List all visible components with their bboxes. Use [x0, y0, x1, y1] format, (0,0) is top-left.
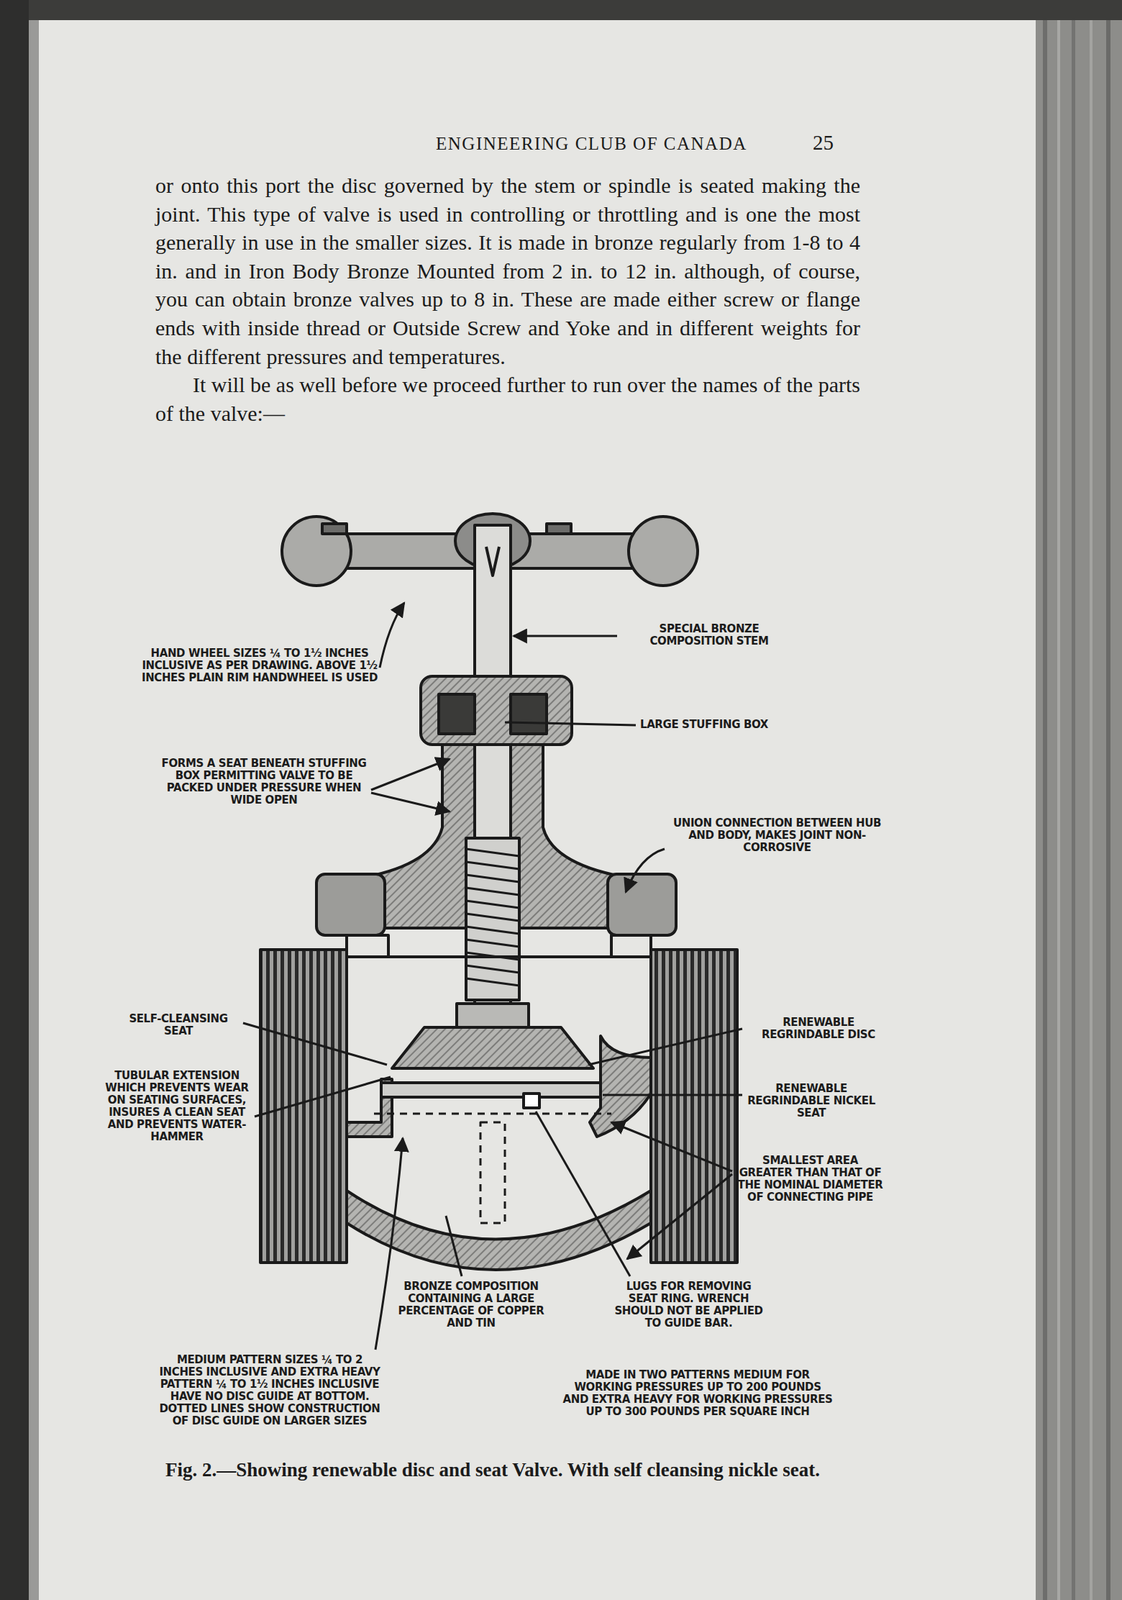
stem-bore	[474, 744, 511, 838]
leader-line	[375, 1137, 403, 1350]
body-flange	[611, 935, 651, 957]
thread-lines	[466, 848, 520, 986]
leader-line	[445, 1215, 462, 1276]
handwheel-rib	[546, 523, 572, 534]
union-nut	[316, 873, 385, 935]
leader-line	[371, 792, 450, 812]
leader-line	[625, 848, 665, 892]
guide-dotted	[480, 1122, 505, 1223]
callout-note: SMALLEST AREA GREATER THAN THAT OF THE N…	[736, 1154, 884, 1204]
seat-lug	[523, 1093, 540, 1108]
leader-line	[513, 635, 618, 638]
guide-dotted	[374, 1112, 612, 1115]
body-flange	[346, 935, 389, 957]
disc	[391, 1027, 594, 1069]
callout-note: SPECIAL BRONZE COMPOSITION STEM	[622, 622, 796, 648]
leader-line	[535, 1111, 631, 1276]
leader-line	[371, 758, 450, 790]
body-top	[346, 955, 651, 959]
body-paragraph: It will be as well before we proceed fur…	[155, 370, 861, 428]
body-paragraph: or onto this port the disc governed by t…	[155, 171, 861, 371]
leader-line	[611, 1122, 733, 1171]
leader-lines	[243, 602, 743, 1350]
running-header: ENGINEERING CLUB OF CANADA	[435, 133, 748, 154]
seat-ring	[381, 1082, 601, 1097]
callout-note: LARGE STUFFING BOX	[640, 718, 828, 731]
leader-line	[588, 1028, 743, 1065]
callout-note: FORMS A SEAT BENEATH STUFFING BOX PERMIT…	[159, 757, 369, 807]
callout-note: RENEWABLE REGRINDABLE DISC	[746, 1016, 891, 1041]
stem-notch	[486, 546, 500, 576]
stuffing-box	[438, 694, 475, 734]
leader-line	[243, 1022, 387, 1065]
handwheel-rib	[322, 523, 347, 534]
leader-line	[504, 722, 636, 725]
callout-note: UNION CONNECTION BETWEEN HUB AND BODY, M…	[667, 817, 887, 854]
callout-note: RENEWABLE REGRINDABLE NICKEL SEAT	[746, 1082, 877, 1120]
body-end	[650, 949, 738, 1263]
leader-line	[254, 1076, 391, 1117]
figure-caption: Fig. 2.—Showing renewable disc and seat …	[133, 1457, 853, 1482]
callout-note: HAND WHEEL SIZES ¼ TO 1½ INCHES INCLUSIV…	[140, 647, 379, 684]
callout-note: TUBULAR EXTENSION WHICH PREVENTS WEAR ON…	[100, 1069, 254, 1143]
stuffing-box	[510, 694, 547, 734]
leader-line	[627, 1173, 733, 1259]
leader-line	[379, 602, 405, 668]
stem-thread	[466, 837, 520, 1000]
callout-note: SELF-CLEANSING SEAT	[113, 1012, 244, 1038]
packing-nut	[420, 676, 572, 745]
disc-collar	[456, 1003, 529, 1030]
handwheel-knob	[281, 516, 351, 586]
callout-note: MADE IN TWO PATTERNS MEDIUM FOR WORKING …	[561, 1368, 835, 1418]
callout-note: MEDIUM PATTERN SIZES ¼ TO 2 INCHES INCLU…	[158, 1353, 382, 1427]
leader-line	[602, 1093, 743, 1097]
union-nut	[607, 873, 677, 935]
callout-note: BRONZE COMPOSITION CONTAINING A LARGE PE…	[388, 1280, 554, 1330]
body-end	[260, 949, 347, 1263]
callout-note: LUGS FOR REMOVING SEAT RING. WRENCH SHOU…	[611, 1280, 766, 1330]
page-number: 25	[812, 130, 834, 155]
handwheel-knob	[628, 516, 698, 586]
